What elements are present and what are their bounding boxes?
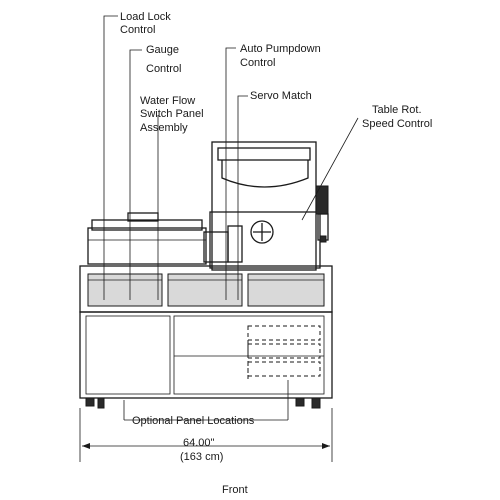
cabinet-feet [85,397,321,409]
dimension-inches: 64.00" [183,437,215,449]
optional-panel-outlines [247,325,321,380]
leader-lines [103,15,359,421]
gauge-label-1: Gauge [146,44,179,56]
servo-match-gauge-icon [250,220,274,244]
water-flow-label-2: Switch Panel [140,108,204,120]
table-rot-label-1: Table Rot. [372,104,422,116]
load-lock-label-2: Control [120,24,155,36]
load-lock-chamber [87,212,243,265]
dimension-cm: (163 cm) [180,451,223,463]
water-flow-label-1: Water Flow [140,95,195,107]
width-dimension [79,408,333,462]
load-lock-label-1: Load Lock [120,11,171,23]
water-flow-label-3: Assembly [140,122,188,134]
view-label: Front [222,484,248,496]
auto-pumpdown-label-2: Control [240,57,275,69]
base-cabinet [79,265,333,399]
process-tower [209,141,329,271]
gauge-label-2: Control [146,63,181,75]
servo-match-label: Servo Match [250,90,312,102]
optional-panel-label: Optional Panel Locations [132,415,255,427]
auto-pumpdown-label-1: Auto Pumpdown [240,43,321,55]
table-rot-label-2: Speed Control [362,118,432,130]
